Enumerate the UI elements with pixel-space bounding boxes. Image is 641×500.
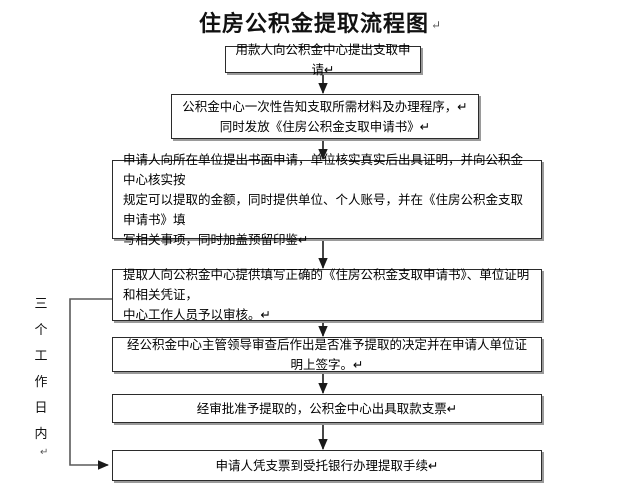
flow-node-text: 用款人向公积金中心提出支取申请↵ — [235, 41, 411, 77]
pilcrow-mark: ↵ — [40, 447, 49, 458]
flow-node-text: 申请人凭支票到受托银行办理提取手续↵ — [215, 457, 439, 473]
side-label-char: 三 — [34, 297, 48, 312]
side-label-char: 工 — [34, 349, 48, 364]
side-label-char: 个 — [34, 323, 48, 338]
flow-node-text: 经审批准予提取的，公积金中心出具取款支票↵ — [196, 400, 458, 416]
flow-node-step-2[interactable]: 公积金中心一次性告知支取所需材料及办理程序，↵ 同时发放《住房公积金支取申请书》… — [171, 94, 479, 139]
flow-node-text: 提取人向公积金中心提供填写正确的《住房公积金支取申请书》、单位证明和相关凭证， … — [123, 267, 530, 322]
side-label-char: 作 — [34, 375, 48, 390]
flow-node-step-6[interactable]: 经审批准予提取的，公积金中心出具取款支票↵ — [112, 394, 542, 423]
side-label-char: 日 — [34, 401, 48, 416]
flow-node-step-1[interactable]: 用款人向公积金中心提出支取申请↵ — [225, 42, 421, 77]
flow-node-step-3[interactable]: 申请人向所在单位提出书面申请，单位核实真实后出具证明，并向公积金中心核实按 规定… — [112, 152, 542, 247]
connector-bracket-step4-to-step7 — [69, 298, 112, 470]
flow-node-text: 经公积金中心主管领导审查后作出是否准予提取的决定并在申请人单位证明上签字。↵ — [126, 336, 527, 372]
page-title: 住房公积金提取流程图↵ — [0, 6, 641, 38]
flow-node-step-7[interactable]: 申请人凭支票到受托银行办理提取手续↵ — [112, 450, 542, 481]
page-title-text: 住房公积金提取流程图 — [198, 11, 429, 37]
flow-node-text: 申请人向所在单位提出书面申请，单位核实真实后出具证明，并向公积金中心核实按 规定… — [123, 151, 524, 247]
side-label-char: 内 — [34, 427, 48, 442]
flow-node-step-5[interactable]: 经公积金中心主管领导审查后作出是否准予提取的决定并在申请人单位证明上签字。↵ — [112, 337, 542, 372]
side-label-three-working-days: 三 个 工 作 日 内 ↵ — [30, 292, 52, 458]
pilcrow-mark: ↵ — [430, 18, 443, 32]
flow-node-text: 公积金中心一次性告知支取所需材料及办理程序，↵ 同时发放《住房公积金支取申请书》… — [182, 98, 468, 134]
flow-node-step-4[interactable]: 提取人向公积金中心提供填写正确的《住房公积金支取申请书》、单位证明和相关凭证， … — [112, 267, 542, 322]
